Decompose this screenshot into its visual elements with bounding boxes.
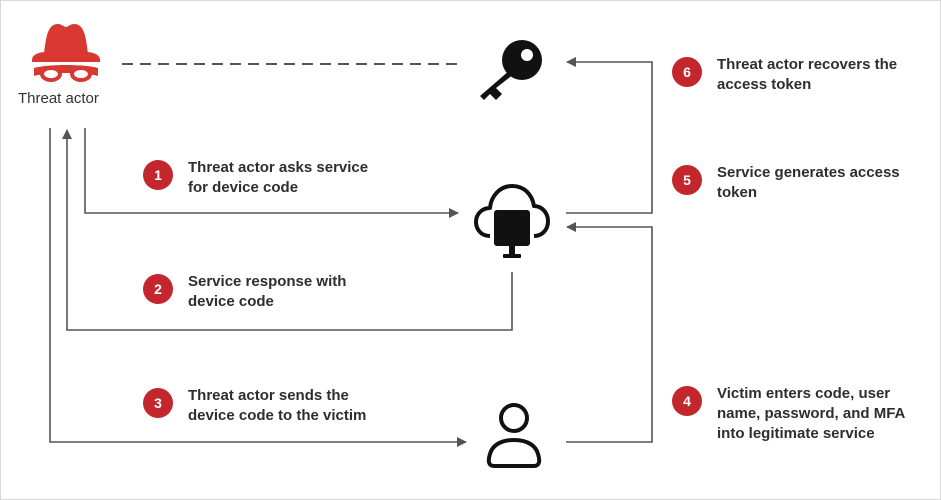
step-5-badge: 5 — [672, 165, 702, 195]
arrow-step-2 — [62, 129, 513, 331]
arrow-step-3 — [49, 128, 467, 447]
step-2-badge: 2 — [143, 274, 173, 304]
step-3: 3 Threat actor sends the device code to … — [143, 386, 366, 426]
step-2: 2 Service response with device code — [143, 272, 346, 312]
step-1-badge: 1 — [143, 160, 173, 190]
threat-actor-label: Threat actor — [18, 90, 99, 107]
arrow-step-4 — [566, 222, 653, 443]
step-3-badge: 3 — [143, 388, 173, 418]
step-6: 6 Threat actor recovers the access token — [672, 55, 897, 95]
step-4: 4 Victim enters code, user name, passwor… — [672, 384, 905, 444]
hacker-hat-mask-icon — [24, 16, 108, 87]
step-4-badge: 4 — [672, 386, 702, 416]
step-1-text: Threat actor asks service for device cod… — [188, 159, 369, 196]
arrow-step-5-6 — [566, 57, 653, 214]
cloud-monitor-icon — [474, 180, 550, 265]
step-1: 1 Threat actor asks service for device c… — [143, 158, 368, 198]
step-5-text: Service generates access token — [717, 164, 900, 201]
step-4-text: Victim enters code, user name, password,… — [717, 385, 906, 442]
step-3-text: Threat actor sends the device code to th… — [188, 387, 367, 424]
step-2-text: Service response with device code — [188, 273, 347, 310]
step-6-badge: 6 — [672, 57, 702, 87]
step-6-text: Threat actor recovers the access token — [717, 56, 898, 93]
arrow-step-1 — [84, 128, 459, 218]
step-5: 5 Service generates access token — [672, 163, 900, 203]
key-icon — [474, 38, 548, 109]
user-icon — [484, 400, 544, 475]
